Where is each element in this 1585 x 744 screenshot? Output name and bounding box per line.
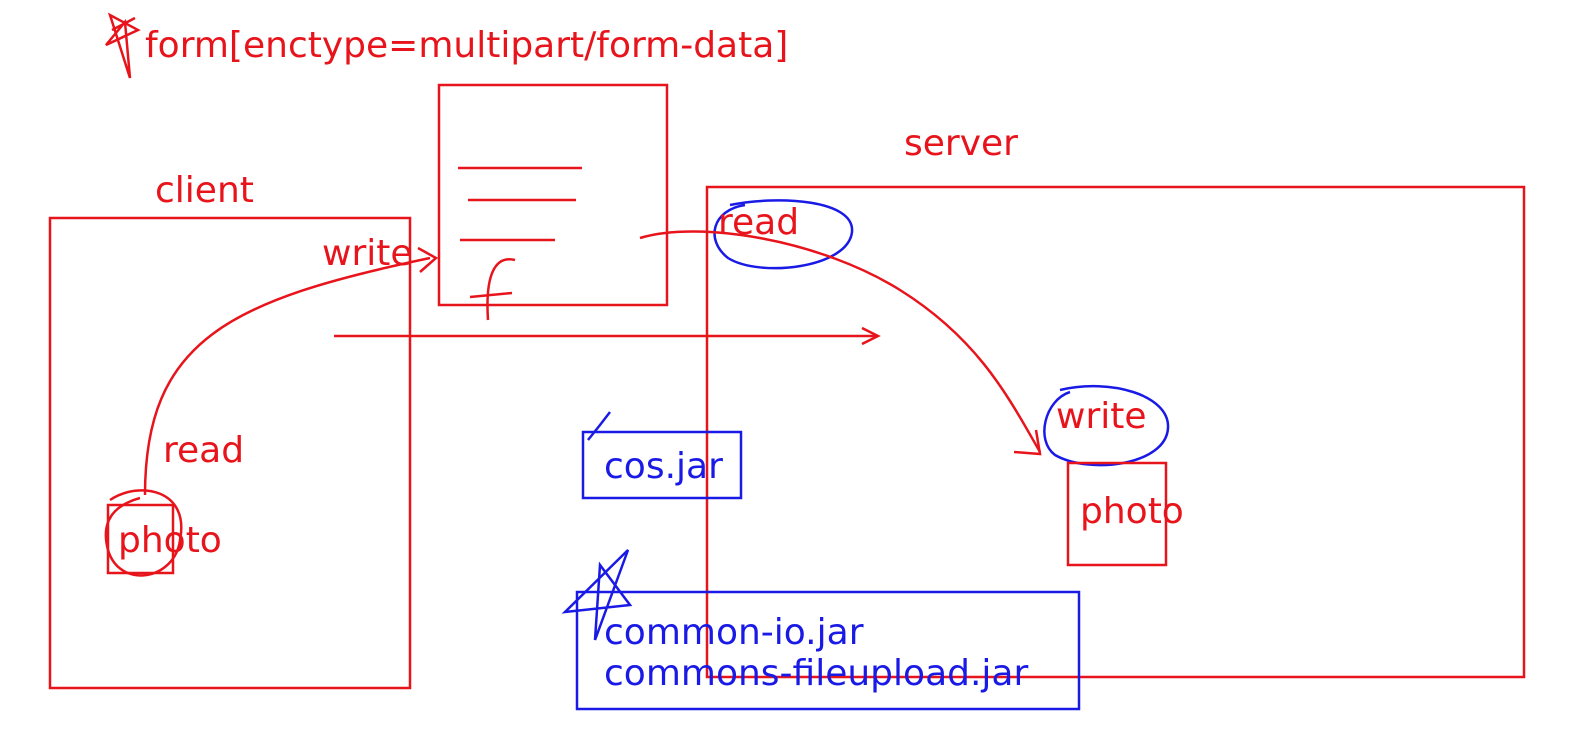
commons-io-label: common-io.jar: [604, 612, 864, 653]
server-write-label: write: [1056, 396, 1147, 437]
request-arrowhead: [861, 326, 881, 346]
title-label: form[enctype=multipart/form-data]: [145, 25, 788, 66]
form-document-box: [437, 83, 669, 307]
server-flow-arrowhead: [1013, 429, 1042, 456]
server-flow-curve: [639, 230, 1042, 453]
client-photo-scribble: [104, 489, 183, 577]
title-star-icon: [105, 12, 141, 79]
server-write-circle: [1043, 384, 1170, 467]
client-flow-arrowhead: [417, 246, 439, 273]
client-photo-label: photo: [118, 520, 222, 561]
cos-jar-check-mark: [587, 411, 611, 441]
commons-star-icon: [561, 549, 633, 641]
client-label: client: [155, 170, 254, 211]
cos-jar-box: [581, 430, 743, 500]
commons-jar-box: [575, 590, 1081, 711]
form-file-glyph: [469, 258, 516, 321]
server-photo-box: [1066, 461, 1168, 567]
client-flow-curve: [143, 256, 431, 496]
server-label: server: [904, 123, 1018, 164]
commons-fileupload-label: commons-fileupload.jar: [604, 653, 1028, 694]
cos-jar-label: cos.jar: [604, 446, 723, 487]
client-read-label: read: [163, 430, 244, 471]
server-photo-label: photo: [1080, 491, 1184, 532]
client-write-label: write: [322, 233, 413, 274]
client-photo-box: [106, 503, 175, 575]
client-box: [48, 216, 412, 690]
server-read-label: read: [718, 202, 799, 243]
